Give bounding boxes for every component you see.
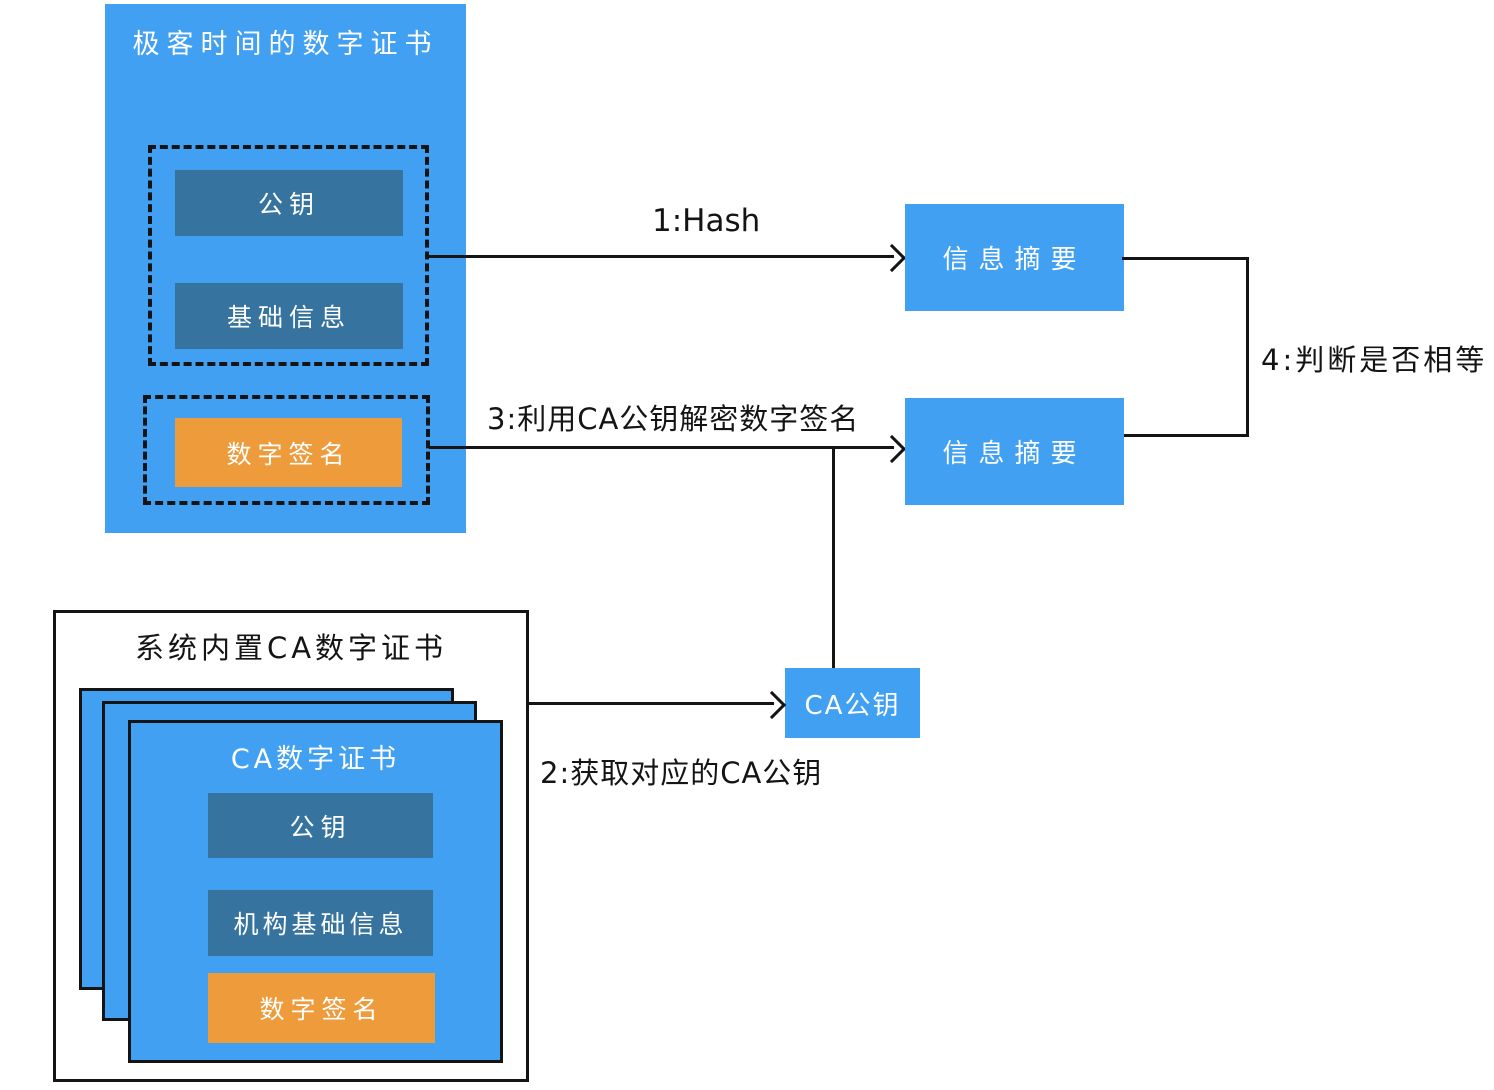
key-info-dashed-group xyxy=(148,145,429,366)
ca-cert-org-info-field: 机构基础信息 xyxy=(208,890,433,956)
ca-key-branch-line xyxy=(832,448,835,668)
ca-cert-signature-label: 数字签名 xyxy=(259,995,384,1024)
ca-public-key-box: CA公钥 xyxy=(785,668,920,738)
geek-cert-title: 极客时间的数字证书 xyxy=(132,29,439,60)
decrypt-arrow-line xyxy=(429,446,894,449)
basic-info-field: 基础信息 xyxy=(175,283,403,349)
digest-box-2: 信息摘要 xyxy=(905,398,1124,505)
basic-info-label: 基础信息 xyxy=(226,303,351,332)
ca-cert-stack-front: CA数字证书 公钥 机构基础信息 数字签名 xyxy=(128,720,503,1063)
equality-bracket-top-line xyxy=(1122,257,1249,260)
signature-dashed-group xyxy=(143,395,430,505)
get-ca-key-arrow-line xyxy=(529,702,774,705)
ca-cert-public-key-field: 公钥 xyxy=(208,793,433,858)
system-certs-title: 系统内置CA数字证书 xyxy=(134,631,448,665)
digest-box-1: 信息摘要 xyxy=(905,204,1124,311)
hash-arrowhead-icon xyxy=(877,243,907,273)
digest-2-label: 信息摘要 xyxy=(942,439,1087,469)
ca-public-key-label: CA公钥 xyxy=(804,690,901,721)
step1-label: 1:Hash xyxy=(652,203,761,239)
hash-arrow-line xyxy=(429,255,894,258)
ca-cert-public-key-label: 公钥 xyxy=(289,812,352,842)
public-key-label: 公钥 xyxy=(257,190,320,219)
signature-label: 数字签名 xyxy=(226,439,351,469)
step3-label: 3:利用CA公钥解密数字签名 xyxy=(487,402,860,436)
step4-label: 4:判断是否相等 xyxy=(1261,343,1488,377)
ca-cert-title: CA数字证书 xyxy=(230,744,401,775)
decrypt-arrowhead-icon xyxy=(877,434,907,464)
equality-bracket-right-line xyxy=(1246,257,1249,437)
ca-cert-org-info-label: 机构基础信息 xyxy=(233,910,408,939)
public-key-field: 公钥 xyxy=(175,170,403,236)
equality-bracket-bottom-line xyxy=(1124,434,1249,437)
ca-cert-signature-field: 数字签名 xyxy=(208,973,435,1043)
digest-1-label: 信息摘要 xyxy=(942,245,1087,275)
step2-label: 2:获取对应的CA公钥 xyxy=(540,756,823,790)
get-ca-key-arrowhead-icon xyxy=(757,690,787,720)
signature-field: 数字签名 xyxy=(175,418,402,487)
